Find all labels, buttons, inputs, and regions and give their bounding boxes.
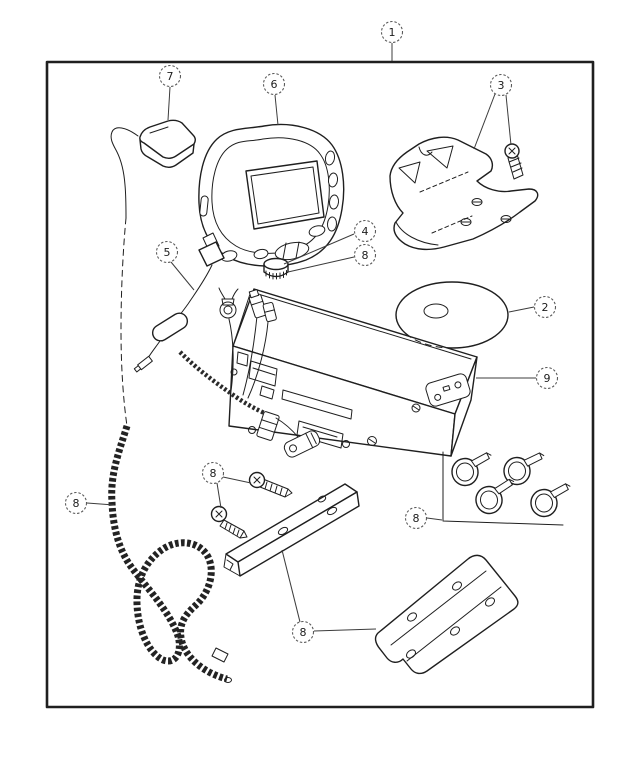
callout-number: 8 <box>73 497 80 510</box>
bracket-screw-drawing <box>504 143 524 180</box>
control-knob-drawing <box>263 257 289 280</box>
callout-leader <box>508 306 535 313</box>
side-rail-bracket-drawing <box>223 483 360 577</box>
cable-clamp <box>530 483 571 518</box>
callout-balloon <box>64 491 88 515</box>
callout-leader <box>426 517 443 521</box>
cable-end-jack <box>133 355 153 373</box>
callout-leader <box>287 256 355 273</box>
callout-8-screws: 8 <box>201 461 252 509</box>
callout-8-clamps: 8 <box>404 506 443 530</box>
side-buttons <box>324 150 340 232</box>
callout-balloon <box>353 219 377 243</box>
display-cable-drawing <box>133 232 225 373</box>
antenna-cable-drawing <box>110 127 139 427</box>
callout-number: 8 <box>300 626 307 639</box>
callout-number: 1 <box>389 26 396 39</box>
callout-balloon <box>291 620 315 644</box>
disc-hidden-edge <box>395 314 509 349</box>
round-connector <box>219 301 237 319</box>
callout-balloon <box>533 295 557 319</box>
mounting-screws-drawing <box>210 471 293 539</box>
callout-leader <box>283 233 355 265</box>
disc-slot <box>281 389 353 420</box>
callout-4: 4 <box>283 219 377 265</box>
callout-8-knob: 8 <box>287 243 377 273</box>
channel-bracket-drawing <box>374 554 519 675</box>
callout-number: 8 <box>210 467 217 480</box>
left-edge-button <box>199 195 209 217</box>
callout-7: 7 <box>158 64 182 121</box>
callout-balloon <box>158 64 182 88</box>
callout-balloon <box>489 73 513 97</box>
wiring-harness-drawing <box>178 287 321 458</box>
callout-balloon <box>380 20 404 44</box>
antenna-top-face <box>139 119 196 159</box>
callout-6-display: 6 <box>262 72 286 126</box>
callout-number: 8 <box>362 249 369 262</box>
callout-number: 5 <box>164 246 171 259</box>
harness-plug-b <box>262 302 277 323</box>
receiver-unit-drawing <box>228 288 478 457</box>
gps-antenna-drawing <box>139 119 196 168</box>
ferrite-bead <box>151 312 189 342</box>
callout-leader <box>313 628 377 632</box>
harness-key-tag <box>283 430 321 458</box>
callout-leader <box>222 476 252 484</box>
callout-balloon <box>404 506 428 530</box>
harness-plug-c <box>256 411 280 441</box>
callout-number: 9 <box>544 372 551 385</box>
callout-number: 7 <box>167 70 174 83</box>
cable-clamp <box>475 478 515 515</box>
cable-clamp <box>451 452 492 487</box>
cable-clamps-inset <box>442 451 571 526</box>
callout-8-brackets: 8 <box>281 549 377 644</box>
disc-center-hole <box>423 303 449 319</box>
display-screen <box>245 160 325 230</box>
callout-9: 9 <box>476 366 559 390</box>
corrugated-loom-drawing <box>108 424 232 683</box>
callout-number: 6 <box>271 78 278 91</box>
cable-clamp <box>503 452 545 486</box>
callout-number: 8 <box>413 512 420 525</box>
callout-balloon <box>535 366 559 390</box>
callout-number: 4 <box>362 225 369 238</box>
callout-balloon <box>201 461 225 485</box>
display-bracket-drawing <box>389 136 539 251</box>
callout-number: 3 <box>498 79 505 92</box>
bottom-buttons <box>220 225 326 262</box>
connector-port <box>296 420 344 449</box>
callout-leader <box>281 549 301 623</box>
callout-leader <box>216 482 222 509</box>
callout-leader <box>86 502 115 506</box>
callout-3: 3 <box>473 73 513 150</box>
callout-5: 5 <box>155 240 195 291</box>
harness-plug-a <box>248 289 268 319</box>
callout-2: 2 <box>508 295 557 319</box>
callout-1: 1 <box>380 20 404 61</box>
display-unit-drawing <box>198 123 345 280</box>
callout-leader <box>167 86 171 121</box>
callout-leader <box>274 94 279 126</box>
callout-leader <box>505 94 512 146</box>
callout-leader <box>473 93 496 150</box>
callout-number: 2 <box>542 301 549 314</box>
callout-leader <box>170 261 195 291</box>
kit-boundary-box <box>45 60 595 709</box>
callout-balloon <box>155 240 179 264</box>
inset-corner-lines <box>442 451 564 526</box>
side-connector-plate <box>425 373 471 407</box>
callout-balloon <box>262 72 286 96</box>
callout-balloon <box>353 243 377 267</box>
callout-8-loom: 8 <box>64 491 115 515</box>
